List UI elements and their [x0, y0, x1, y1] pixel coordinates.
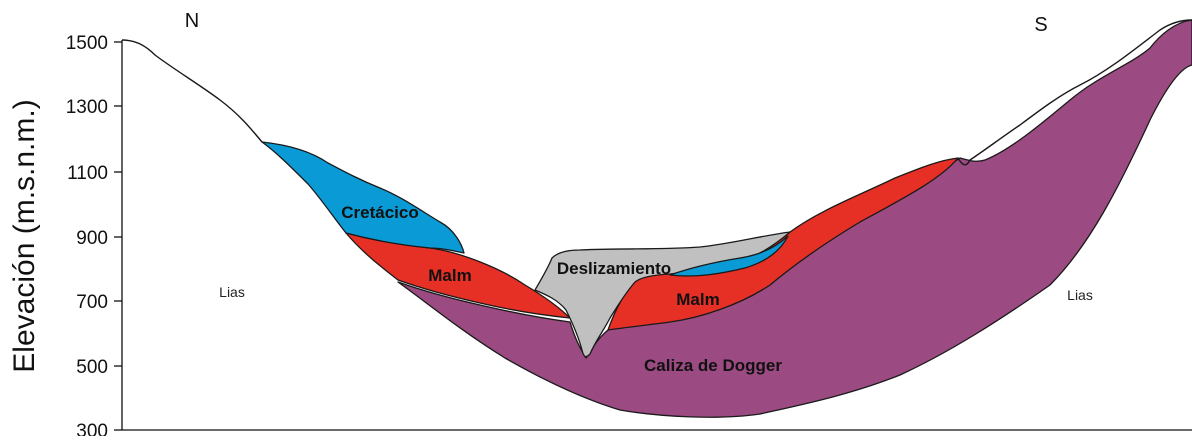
label-malm-left: Malm	[428, 266, 471, 285]
y-tick-label: 900	[76, 228, 108, 249]
label-caliza-dogger: Caliza de Dogger	[644, 356, 782, 375]
y-tick-label: 1100	[67, 163, 108, 184]
topographic-surface	[121, 19, 1192, 166]
y-axis-label: Elevación (m.s.n.m.)	[8, 99, 41, 372]
y-tick-label: 1500	[66, 33, 108, 54]
north-label: N	[185, 10, 199, 32]
label-malm-right: Malm	[676, 290, 719, 309]
y-tick-label: 1300	[66, 97, 108, 118]
unit-cretacico	[261, 141, 465, 254]
y-tick-label: 300	[76, 421, 108, 436]
label-deslizamiento: Deslizamiento	[557, 259, 671, 278]
y-axis: 1500 1300 1100 900 700 500 300 Elevación…	[8, 33, 1192, 441]
y-tick-label: 700	[76, 292, 108, 313]
label-cretacico: Cretácico	[341, 203, 418, 222]
unit-caliza-dogger	[397, 19, 1192, 418]
y-tick-marks	[114, 41, 122, 431]
label-lias-right: Lias	[1067, 287, 1093, 303]
unit-cretacico-lens	[669, 235, 789, 277]
y-tick-label: 500	[76, 357, 108, 378]
south-label: S	[1034, 14, 1047, 36]
label-lias-left: Lias	[219, 284, 245, 300]
